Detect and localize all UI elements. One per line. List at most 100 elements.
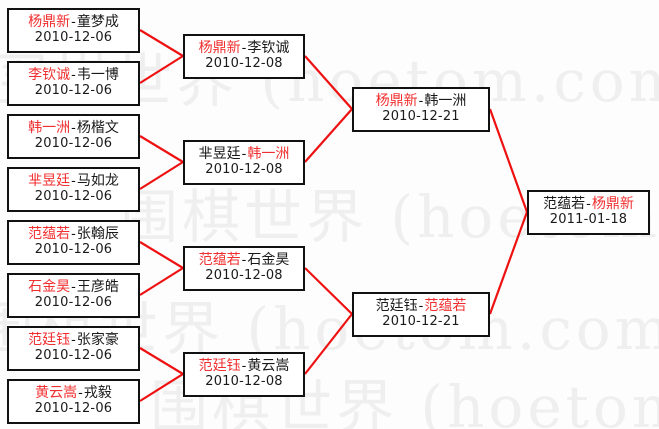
match-players: 杨鼎新-韩一洲 (376, 94, 467, 109)
match-date: 2010-12-21 (382, 109, 460, 125)
player-name-loser[interactable]: 王彦皓 (76, 279, 119, 296)
match-date: 2010-12-06 (34, 401, 113, 417)
match-date: 2010-12-21 (382, 314, 460, 330)
player-separator: - (71, 174, 76, 190)
player-name-winner[interactable]: 杨鼎新 (28, 14, 71, 31)
connector-r2m4-to-r3m2 (304, 313, 353, 375)
match-players: 范廷钰-范蕴若 (376, 299, 467, 314)
match-players: 范蕴若-杨鼎新 (543, 197, 634, 212)
connector-r1m2-to-r2m1 (139, 55, 184, 84)
player-name-loser[interactable]: 张家豪 (76, 332, 119, 349)
match-date: 2010-12-06 (34, 136, 113, 152)
player-separator: - (71, 333, 76, 349)
player-name-winner[interactable]: 黄云嵩 (35, 385, 78, 402)
connector-r2m3-to-r3m2 (304, 267, 353, 315)
player-name-loser[interactable]: 石金昊 (247, 252, 290, 269)
player-separator: - (418, 299, 424, 315)
player-name-winner[interactable]: 范廷钰 (198, 358, 241, 375)
player-name-winner[interactable]: 石金昊 (28, 279, 71, 296)
connector-r3m1-to-r4m1 (488, 108, 529, 213)
match-date: 2010-12-08 (205, 56, 283, 72)
match-players: 范蕴若-张翰辰 (28, 227, 119, 242)
player-name-loser[interactable]: 李钦诚 (247, 40, 290, 57)
player-name-loser[interactable]: 韦一博 (76, 67, 119, 84)
connector-r1m6-to-r2m3 (139, 267, 184, 296)
player-name-winner[interactable]: 芈昱廷 (28, 173, 71, 190)
match-players: 李钦诚-韦一博 (28, 68, 119, 83)
match-date: 2010-12-06 (34, 242, 113, 258)
match-date: 2010-12-06 (34, 30, 113, 46)
connector-r1m1-to-r2m1 (139, 29, 184, 57)
connector-r1m8-to-r2m4 (139, 373, 184, 402)
player-name-winner[interactable]: 杨鼎新 (198, 40, 241, 57)
match-players: 黄云嵩-戎毅 (35, 386, 112, 401)
match-date: 2010-12-08 (205, 374, 283, 390)
player-name-winner[interactable]: 范蕴若 (424, 298, 467, 315)
connector-r3m2-to-r4m1 (488, 211, 529, 315)
player-name-winner[interactable]: 范蕴若 (28, 226, 71, 243)
player-name-loser[interactable]: 芈昱廷 (198, 146, 241, 163)
player-separator: - (78, 386, 83, 402)
player-name-loser[interactable]: 范廷钰 (375, 298, 418, 315)
connector-r1m5-to-r2m3 (139, 241, 184, 269)
match-date: 2010-12-06 (34, 295, 113, 311)
player-separator: - (71, 121, 76, 137)
player-name-loser[interactable]: 韩一洲 (424, 93, 467, 110)
player-name-loser[interactable]: 黄云嵩 (247, 358, 290, 375)
player-name-winner[interactable]: 范廷钰 (28, 332, 71, 349)
match-players: 范廷钰-黄云嵩 (199, 359, 290, 374)
player-name-winner[interactable]: 韩一洲 (247, 146, 290, 163)
player-name-winner[interactable]: 杨鼎新 (375, 93, 418, 110)
match-date: 2010-12-06 (34, 189, 113, 205)
player-name-loser[interactable]: 杨楷文 (76, 120, 119, 137)
player-separator: - (241, 359, 247, 375)
player-name-loser[interactable]: 范蕴若 (543, 196, 586, 213)
connector-r1m3-to-r2m2 (139, 135, 184, 163)
match-players: 芈昱廷-韩一洲 (199, 147, 290, 162)
player-separator: - (241, 41, 247, 57)
match-players: 杨鼎新-李钦诚 (199, 41, 290, 56)
match-date: 2010-12-08 (205, 268, 283, 284)
player-separator: - (71, 280, 76, 296)
player-separator: - (71, 227, 76, 243)
player-name-loser[interactable]: 张翰辰 (76, 226, 119, 243)
match-date: 2011-01-18 (549, 212, 628, 228)
connector-r1m7-to-r2m4 (139, 347, 184, 375)
player-name-winner[interactable]: 范蕴若 (198, 252, 241, 269)
connector-r1m4-to-r2m2 (139, 161, 184, 190)
match-players: 石金昊-王彦皓 (28, 280, 119, 295)
player-name-winner[interactable]: 韩一洲 (28, 120, 71, 137)
match-players: 范蕴若-石金昊 (199, 253, 290, 268)
match-players: 韩一洲-杨楷文 (28, 121, 119, 136)
match-date: 2010-12-06 (34, 348, 113, 364)
player-name-winner[interactable]: 杨鼎新 (591, 196, 634, 213)
player-separator: - (71, 68, 76, 84)
player-name-loser[interactable]: 马如龙 (76, 173, 119, 190)
player-separator: - (586, 197, 591, 213)
match-players: 范廷钰-张家豪 (28, 333, 119, 348)
match-players: 芈昱廷-马如龙 (28, 174, 119, 189)
connector-r2m2-to-r3m1 (304, 108, 353, 163)
player-name-loser[interactable]: 戎毅 (83, 385, 112, 402)
player-name-winner[interactable]: 李钦诚 (28, 67, 71, 84)
connector-r2m1-to-r3m1 (304, 55, 353, 110)
player-name-loser[interactable]: 童梦成 (76, 14, 119, 31)
match-players: 杨鼎新-童梦成 (28, 15, 119, 30)
player-separator: - (241, 147, 247, 163)
